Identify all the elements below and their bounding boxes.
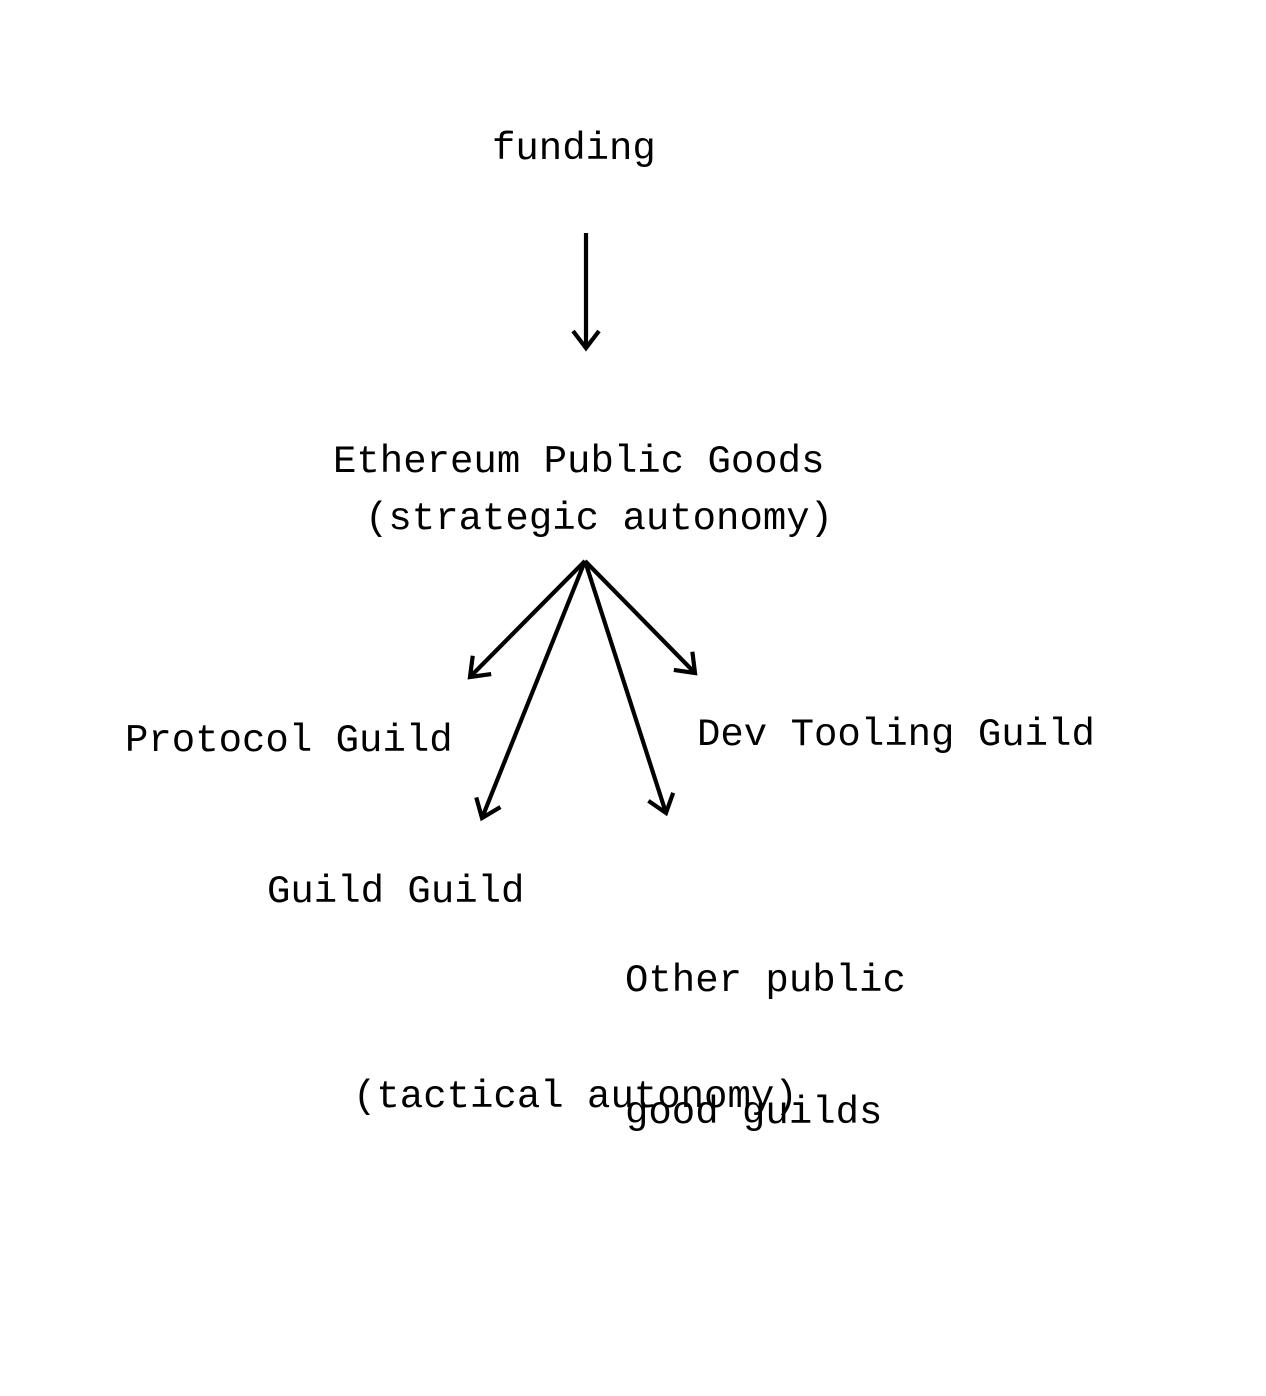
node-other-public-good-guilds-line1: Other public (625, 959, 906, 1003)
arrow-epg-to-other-guilds (583, 560, 676, 817)
arrow-epg-to-dev-tooling-guild (583, 559, 698, 676)
node-other-public-good-guilds-line2: good guilds (625, 1091, 883, 1135)
arrow-epg-to-guild-guild (474, 560, 587, 822)
node-other-public-good-guilds: Other public good guilds (625, 871, 906, 1223)
node-protocol-guild: Protocol Guild (125, 719, 453, 763)
node-ethereum-public-goods-title: Ethereum Public Goods (333, 440, 825, 484)
arrow-epg-to-protocol-guild (467, 559, 587, 680)
node-dev-tooling-guild: Dev Tooling Guild (697, 713, 1095, 757)
node-guild-guild: Guild Guild (267, 870, 525, 914)
node-funding: funding (492, 127, 656, 171)
node-tactical-autonomy-note: (tactical autonomy) (353, 1075, 798, 1119)
node-ethereum-public-goods-subtitle: (strategic autonomy) (365, 497, 834, 541)
